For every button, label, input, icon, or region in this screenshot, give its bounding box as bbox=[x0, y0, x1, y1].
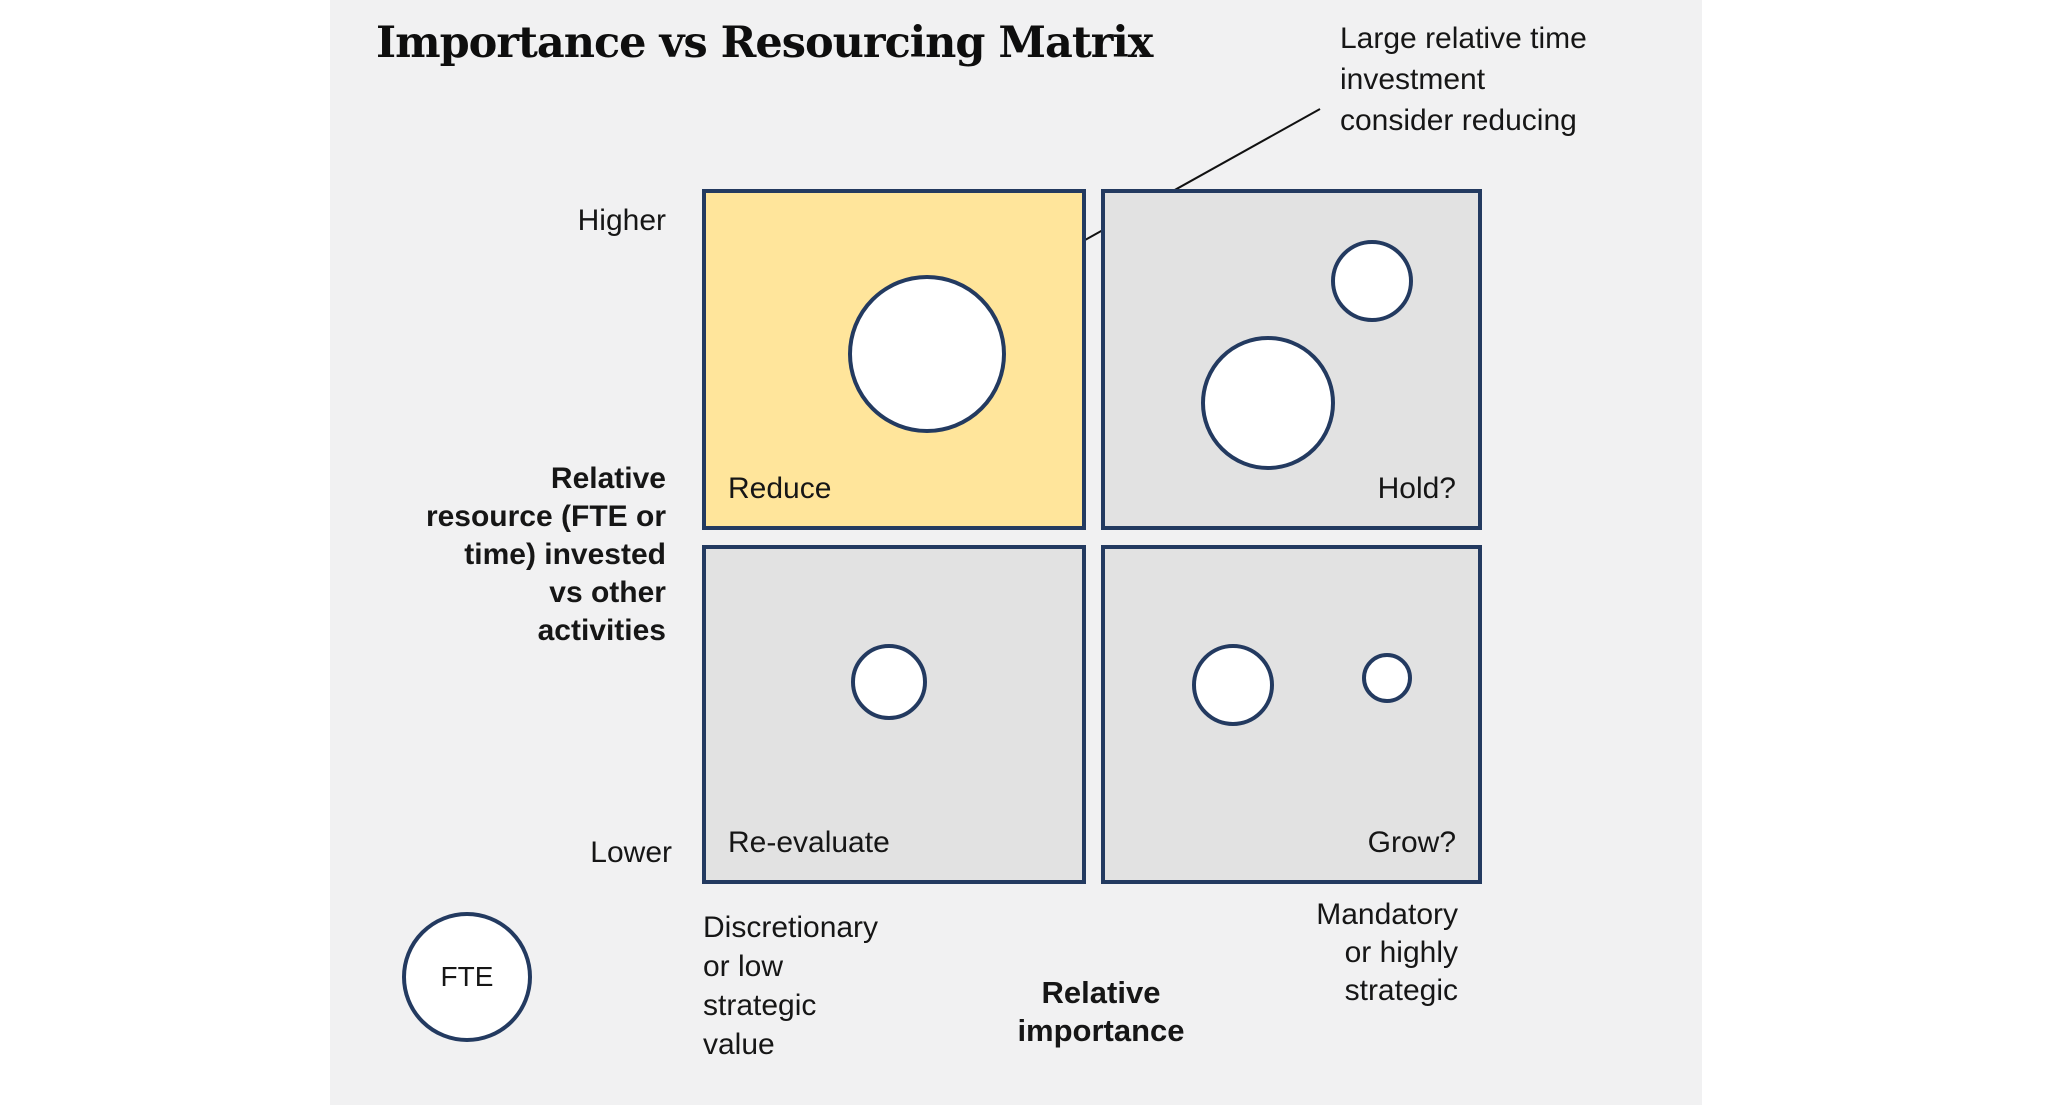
bubble-grow-small bbox=[1362, 653, 1412, 703]
diagram-canvas: Importance vs Resourcing Matrix Large re… bbox=[330, 0, 1702, 1105]
x-axis-low-label: Discretionary or low strategic value bbox=[703, 911, 879, 1061]
quadrant-reduce-label: Reduce bbox=[728, 472, 832, 505]
x-axis-title: Relative importance bbox=[1017, 975, 1185, 1048]
fte-legend-circle: FTE bbox=[402, 912, 532, 1042]
quadrant-reevaluate: Re-evaluate bbox=[702, 545, 1086, 884]
page-title: Importance vs Resourcing Matrix bbox=[376, 18, 1153, 68]
y-axis-high-label: Higher bbox=[577, 204, 666, 237]
bubble-reevaluate-small bbox=[851, 644, 927, 720]
quadrant-grow: Grow? bbox=[1101, 545, 1482, 884]
y-axis-low-label: Lower bbox=[590, 836, 672, 869]
quadrant-grow-label: Grow? bbox=[1367, 826, 1456, 859]
annotation-text: Large relative time investment consider … bbox=[1340, 22, 1587, 137]
bubble-reduce-large bbox=[848, 275, 1006, 433]
x-axis-high-label: Mandatory or highly strategic bbox=[1316, 898, 1458, 1007]
y-axis-title: Relative resource (FTE or time) invested… bbox=[425, 462, 666, 647]
quadrant-hold-label: Hold? bbox=[1377, 472, 1456, 505]
bubble-grow-medium bbox=[1192, 644, 1274, 726]
bubble-hold-small bbox=[1331, 240, 1413, 322]
quadrant-reevaluate-label: Re-evaluate bbox=[728, 826, 890, 859]
fte-legend-label: FTE bbox=[440, 961, 494, 992]
bubble-hold-large bbox=[1201, 336, 1335, 470]
